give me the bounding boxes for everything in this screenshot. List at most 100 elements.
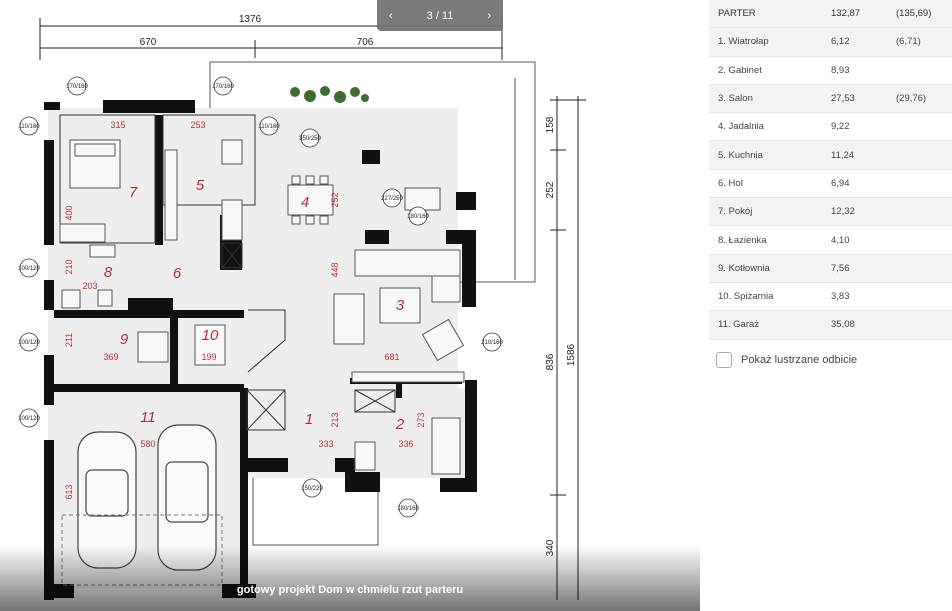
table-row: 10. Spiżarnia 3,83 [709, 282, 952, 312]
dim-total-width: 1376 [239, 14, 262, 25]
room-number-11: 11 [140, 409, 156, 426]
dim-inner: 369 [103, 352, 118, 362]
room-area-alt: (29,76) [887, 84, 952, 114]
floor-plan-viewer[interactable]: 1376 670 706 158 252 836 1586 340 [0, 0, 700, 611]
mirror-label: Pokaż lustrzane odbicie [741, 354, 858, 366]
room-area: 4,10 [822, 225, 887, 255]
room-name: 10. Spiżarnia [709, 282, 822, 312]
dim-inner: 253 [190, 120, 205, 130]
room-name: 7. Pokój [709, 197, 822, 227]
window-tag: 170/160 [66, 84, 88, 90]
caption-gradient [0, 545, 700, 611]
room-name: 4. Jadalnia [709, 112, 822, 142]
room-area: 8,93 [822, 56, 887, 85]
dim-inner: 315 [110, 120, 125, 130]
window-tag: 180/160 [397, 506, 419, 512]
room-number-4: 4 [301, 194, 309, 211]
room-area-alt [887, 225, 952, 255]
dim-inner: 613 [64, 484, 74, 499]
dim-inner: 211 [64, 333, 74, 347]
dim-inner: 213 [330, 412, 340, 427]
room-number-6: 6 [173, 265, 182, 282]
room-area-alt [887, 282, 952, 312]
room-area: 9,22 [822, 112, 887, 142]
table-row: 8. Łazienka 4,10 [709, 225, 952, 255]
dim-inner: 199 [201, 352, 216, 362]
gallery-counter: 3 / 11 [426, 9, 454, 22]
room-area-alt [887, 310, 952, 340]
dim-right-d: 1586 [566, 343, 577, 366]
dim-inner: 580 [140, 439, 155, 449]
header-area-alt: (135,69) [887, 0, 952, 29]
header-floor-name: PARTER [709, 0, 822, 29]
room-number-7: 7 [129, 184, 138, 201]
dim-inner: 273 [416, 412, 426, 427]
table-row: 2. Gabinet 8,93 [709, 56, 952, 85]
room-area-alt [887, 140, 952, 170]
room-name: 1. Wiatrołap [709, 27, 822, 57]
room-number-10: 10 [202, 327, 219, 344]
room-area: 7,56 [822, 254, 887, 283]
room-area-alt [887, 112, 952, 142]
dim-right-width: 706 [357, 37, 374, 48]
table-row: 4. Jadalnia 9,22 [709, 112, 952, 142]
table-row: 7. Pokój 12,32 [709, 197, 952, 227]
room-area-alt [887, 197, 952, 227]
dim-right-b: 252 [545, 181, 556, 198]
room-area: 3,83 [822, 282, 887, 312]
room-name: 8. Łazienka [709, 225, 822, 255]
gallery-pager: ‹ 3 / 11 › [377, 0, 503, 31]
room-area-alt: (6,71) [887, 27, 952, 57]
window-tag: 210/160 [481, 340, 503, 346]
room-area-alt [887, 169, 952, 199]
table-row: 9. Kotłownia 7,56 [709, 254, 952, 283]
dim-right-c: 836 [545, 353, 556, 370]
room-area: 27,53 [822, 84, 887, 114]
dim-inner: 681 [384, 352, 399, 362]
chevron-right-icon[interactable]: › [487, 9, 491, 22]
dim-inner: 333 [318, 439, 333, 449]
window-tag: 110/160 [18, 124, 40, 130]
room-name: 3. Salon [709, 84, 822, 114]
table-row: 11. Garaż 35,08 [709, 310, 952, 340]
room-name: 5. Kuchnia [709, 140, 822, 170]
room-number-8: 8 [104, 264, 113, 281]
room-area: 6,94 [822, 169, 887, 199]
window-tag: 350/250 [299, 136, 321, 142]
mirror-toggle[interactable]: Pokaż lustrzane odbicie [716, 352, 857, 368]
room-area: 12,32 [822, 197, 887, 227]
room-area-alt [887, 254, 952, 283]
table-row: 3. Salon 27,53 (29,76) [709, 84, 952, 114]
window-tag: 100/120 [18, 416, 40, 422]
room-number-5: 5 [196, 177, 205, 194]
area-panel: PARTER 132,87 (135,69) 1. Wiatrołap 6,12… [709, 0, 952, 611]
room-name: 11. Garaż [709, 310, 822, 340]
room-area: 35,08 [822, 310, 887, 340]
chevron-left-icon[interactable]: ‹ [389, 9, 393, 22]
room-name: 9. Kotłownia [709, 254, 822, 283]
header-area: 132,87 [822, 0, 887, 29]
mirror-checkbox[interactable] [716, 352, 732, 368]
dim-inner: 210 [64, 259, 74, 274]
dim-inner: 203 [82, 281, 97, 291]
dim-inner: 336 [398, 439, 413, 449]
dim-inner: 448 [330, 262, 340, 277]
window-tag: 100/120 [18, 266, 40, 272]
dim-inner: 400 [64, 205, 74, 220]
area-table: PARTER 132,87 (135,69) 1. Wiatrołap 6,12… [709, 0, 952, 340]
room-number-1: 1 [305, 411, 313, 428]
table-row: 6. Hol 6,94 [709, 169, 952, 199]
room-name: 2. Gabinet [709, 56, 822, 85]
room-number-2: 2 [395, 416, 405, 433]
window-tag: 100/120 [18, 340, 40, 346]
image-caption: gotowy projekt Dom w chmielu rzut parter… [236, 584, 464, 596]
room-area: 6,12 [822, 27, 887, 57]
window-tag: 150/220 [301, 486, 323, 492]
dim-left-width: 670 [140, 37, 157, 48]
window-tag: 180/160 [407, 214, 429, 220]
table-row: 1. Wiatrołap 6,12 (6,71) [709, 27, 952, 57]
room-area: 11,24 [822, 140, 887, 170]
room-area-alt [887, 56, 952, 85]
room-number-9: 9 [120, 331, 129, 348]
dim-right-a: 158 [545, 116, 556, 133]
